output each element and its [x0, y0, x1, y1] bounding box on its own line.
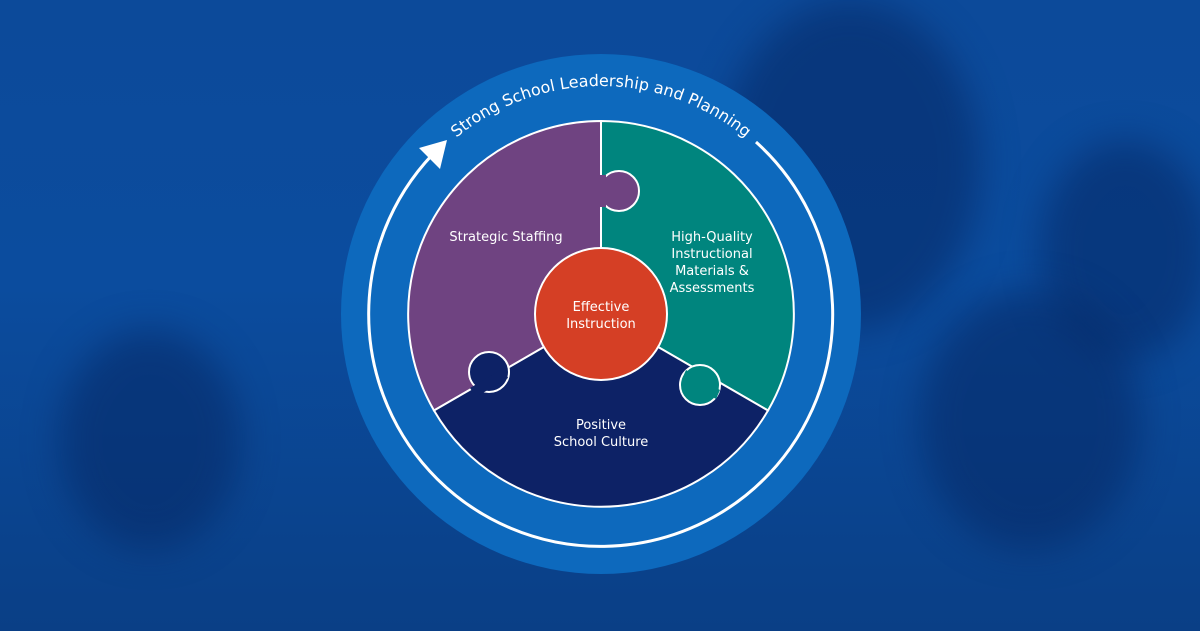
- materials-label-line4: Assessments: [670, 281, 755, 296]
- background-photo-person: [920, 290, 1140, 550]
- staffing-label: Strategic Staffing: [449, 230, 562, 245]
- segment-school-culture: [432, 312, 770, 508]
- culture-label-line1: Positive: [576, 418, 626, 433]
- cycle-arrow-ring: [367, 140, 835, 548]
- arrowhead-icon: [419, 140, 447, 169]
- materials-label-line3: Materials &: [675, 264, 749, 279]
- center-label-line1: Effective: [573, 300, 630, 315]
- puzzle-tab-neck: [470, 368, 508, 397]
- culture-label-line2: School Culture: [554, 435, 649, 450]
- background-photo-person: [60, 330, 240, 550]
- materials-label-line2: Instructional: [671, 247, 752, 262]
- center-effective-instruction: [534, 247, 668, 381]
- center-label-line2: Instruction: [566, 317, 636, 332]
- materials-label-line1: High-Quality: [671, 230, 753, 245]
- puzzle-tab-neck: [598, 175, 606, 207]
- puzzle-tab-neck: [682, 370, 720, 399]
